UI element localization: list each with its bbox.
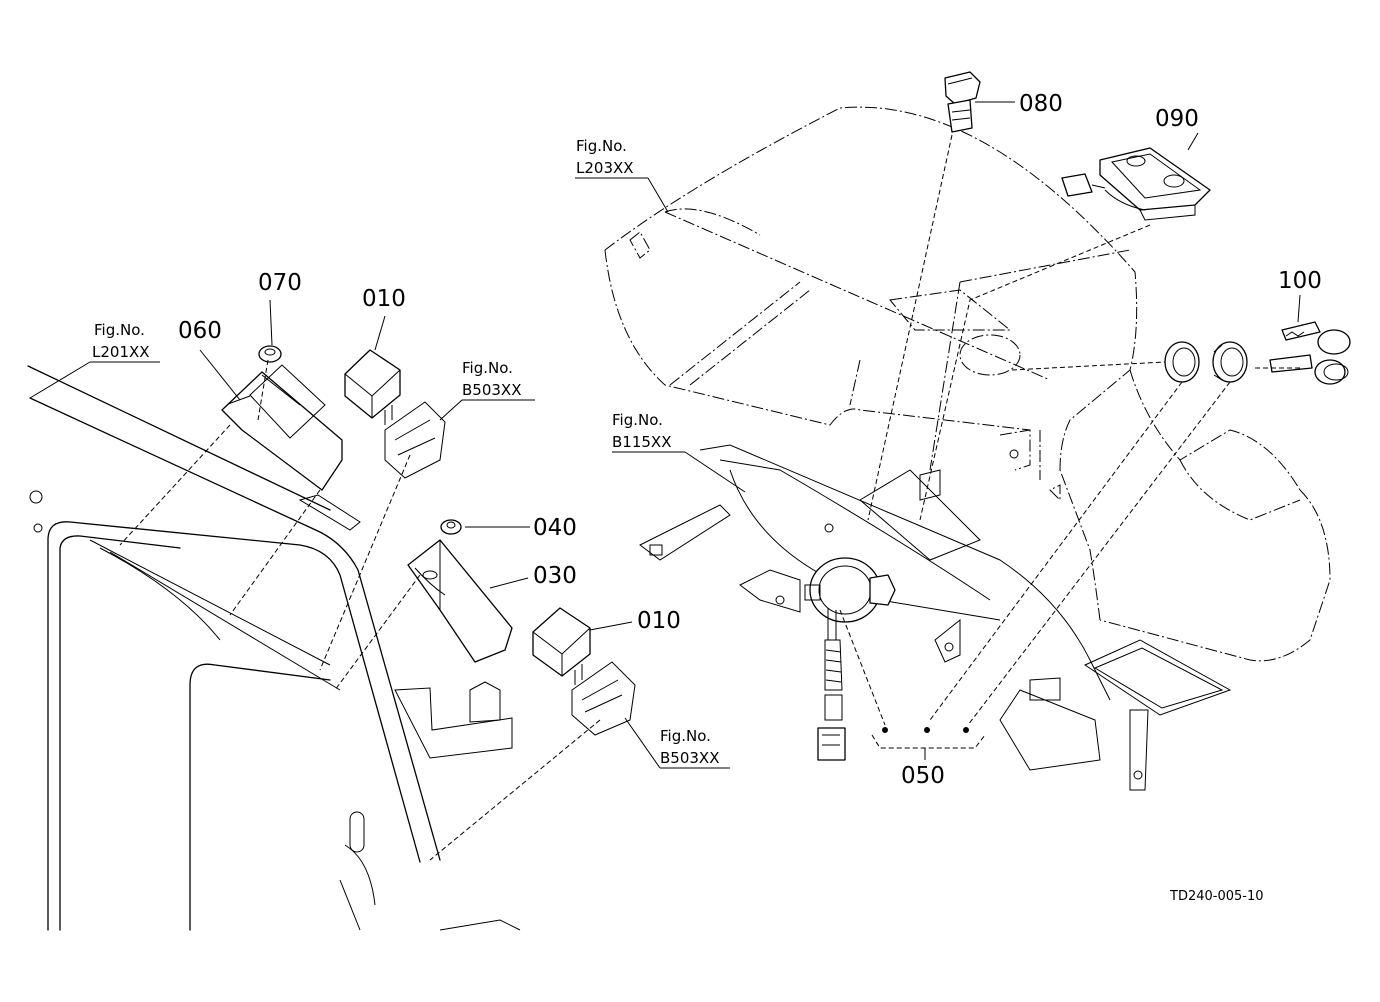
figref-b115: Fig.No. B115XX [612, 411, 671, 451]
left-cabin-frame [27, 365, 521, 931]
part-070-nut [258, 345, 282, 363]
figref-b503-upper-line2: B503XX [462, 381, 521, 399]
callout-100: 100 [1278, 268, 1322, 294]
callout-010-lower: 010 [637, 608, 681, 634]
part-090-panel-switch [1061, 147, 1211, 221]
part-040-nut [440, 519, 462, 535]
callout-leaders [29, 101, 1301, 769]
part-060-relay-holder [221, 364, 343, 491]
callout-060: 060 [178, 318, 222, 344]
figref-l203: Fig.No. L203XX [576, 137, 634, 177]
figref-b115-line1: Fig.No. [612, 411, 663, 429]
callout-030: 030 [533, 563, 577, 589]
callout-010-upper: 010 [362, 286, 406, 312]
figref-b503-upper: Fig.No. B503XX [462, 359, 521, 399]
part-050-key-switch [804, 557, 896, 761]
callout-090: 090 [1155, 106, 1199, 132]
part-080-switch [944, 71, 981, 133]
figref-b503-upper-line1: Fig.No. [462, 359, 513, 377]
left-leader-lines [119, 359, 601, 861]
part-030-bracket [407, 539, 513, 663]
part-050-rings [1164, 341, 1248, 383]
part-010-upper-relay [344, 349, 446, 479]
figref-l203-line1: Fig.No. [576, 137, 627, 155]
figref-l201-line2: L201XX [92, 343, 150, 361]
callout-080: 080 [1019, 91, 1063, 117]
figref-b503-lower-line1: Fig.No. [660, 727, 711, 745]
right-leader-lines [839, 134, 1300, 726]
callout-040: 040 [533, 515, 577, 541]
figref-b503-lower: Fig.No. B503XX [660, 727, 719, 767]
drawing-code: TD240-005-10 [1169, 889, 1264, 904]
figref-l203-line2: L203XX [576, 159, 634, 177]
callout-070: 070 [258, 270, 302, 296]
callout-050: 050 [901, 763, 945, 789]
part-010-lower-relay [532, 607, 636, 736]
right-dashboard [604, 106, 1331, 791]
figref-l201-line1: Fig.No. [94, 321, 145, 339]
part-100-keys [1269, 321, 1351, 385]
figref-b503-lower-line2: B503XX [660, 749, 719, 767]
figref-l201: Fig.No. L201XX [92, 321, 150, 361]
callout-050-bracket [871, 727, 986, 760]
figref-b115-line2: B115XX [612, 433, 671, 451]
